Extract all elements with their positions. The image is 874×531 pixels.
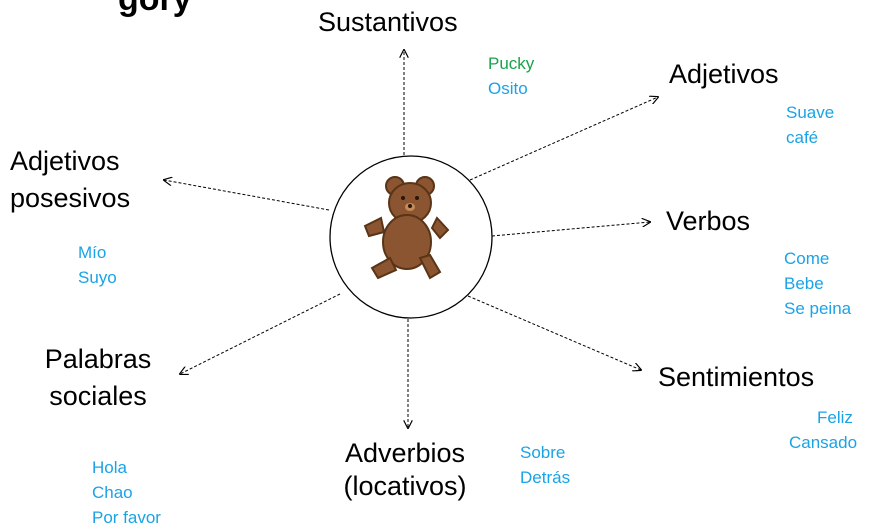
words-verbos: Come Bebe Se peina — [784, 246, 851, 321]
word-detras: Detrás — [520, 468, 571, 487]
word-se-peina: Se peina — [784, 299, 852, 318]
arrow-sentimientos — [467, 295, 641, 370]
category-adjetivos-posesivos-line2: posesivos — [10, 183, 131, 213]
words-adverbios: Sobre Detrás — [520, 440, 570, 490]
word-osito: Osito — [488, 79, 528, 98]
word-sobre: Sobre — [520, 443, 566, 462]
word-mio: Mío — [78, 243, 107, 262]
category-adjetivos: Adjetivos — [669, 59, 779, 89]
category-adverbios-line1: Adverbios — [344, 438, 466, 468]
words-sentimientos: Feliz Cansado — [789, 405, 857, 455]
arrow-verbos — [491, 222, 650, 237]
word-hola: Hola — [92, 458, 127, 477]
title-fragment: gory — [118, 0, 192, 19]
category-sentimientos: Sentimientos — [658, 362, 815, 392]
word-pucky: Pucky — [488, 54, 535, 73]
category-sustantivos: Sustantivos — [318, 7, 458, 37]
category-palabras-sociales-line2: sociales — [49, 381, 147, 411]
category-palabras-sociales-line1: Palabras — [44, 344, 152, 374]
word-feliz: Feliz — [817, 408, 853, 427]
words-palabras-sociales: Hola Chao Por favor — [92, 455, 161, 530]
word-cafe: café — [786, 128, 819, 147]
teddy-bear-icon — [363, 176, 450, 280]
word-cansado: Cansado — [789, 433, 858, 452]
word-chao: Chao — [92, 483, 133, 502]
teddy-face — [401, 196, 419, 211]
words-adjetivos: Suave café — [786, 100, 834, 150]
arrow-adjetivos-posesivos — [164, 180, 330, 211]
category-adjetivos-posesivos: Adjetivos posesivos — [10, 145, 130, 215]
word-suyo: Suyo — [78, 268, 117, 287]
category-adverbios-line2: (locativos) — [343, 471, 467, 501]
category-adjetivos-posesivos-line1: Adjetivos — [10, 146, 120, 176]
category-adverbios: Adverbios (locativos) — [330, 437, 480, 503]
category-verbos: Verbos — [666, 206, 751, 236]
word-suave: Suave — [786, 103, 835, 122]
arrow-palabras-sociales — [180, 293, 341, 374]
word-bebe: Bebe — [784, 274, 824, 293]
word-por-favor: Por favor — [92, 508, 161, 527]
arrow-adjetivos — [469, 97, 658, 181]
words-sustantivos: Pucky Osito — [488, 51, 534, 101]
category-palabras-sociales: Palabras sociales — [28, 343, 168, 413]
word-come: Come — [784, 249, 830, 268]
words-adjetivos-posesivos: Mío Suyo — [78, 240, 117, 290]
